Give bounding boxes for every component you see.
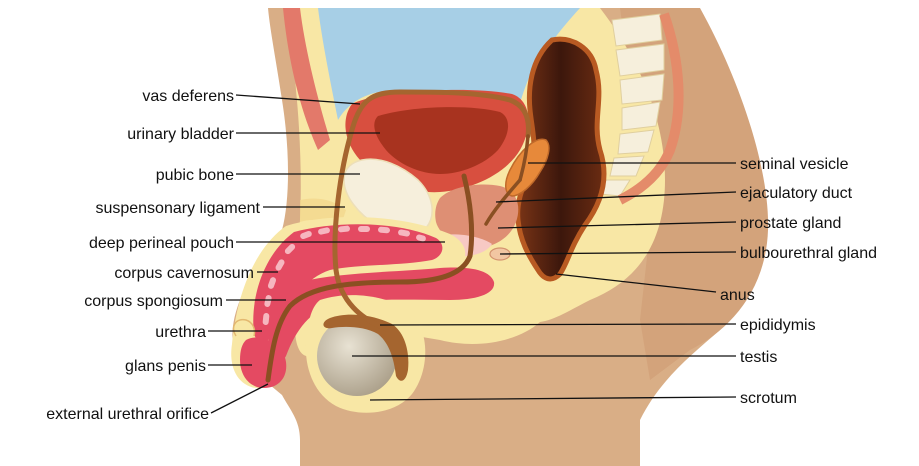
label-vas-deferens: vas deferens — [142, 88, 234, 105]
label-corpus-spongiosum: corpus spongiosum — [84, 293, 223, 310]
label-urethra: urethra — [155, 324, 206, 341]
label-urinary-bladder: urinary bladder — [127, 126, 234, 143]
label-ejaculatory-duct: ejaculatory duct — [740, 185, 853, 202]
label-pubic-bone: pubic bone — [156, 167, 234, 184]
label-corpus-cavernosum: corpus cavernosum — [114, 265, 254, 282]
label-external-urethral-orifice: external urethral orifice — [46, 406, 209, 423]
label-deep-perineal-pouch: deep perineal pouch — [89, 235, 234, 252]
label-prostate-gland: prostate gland — [740, 215, 841, 232]
label-anus: anus — [720, 287, 755, 304]
label-scrotum: scrotum — [740, 390, 797, 407]
label-bulbourethral-gland: bulbourethral gland — [740, 245, 877, 262]
label-glans-penis: glans penis — [125, 358, 206, 375]
label-testis: testis — [740, 349, 777, 366]
label-suspensory-ligament: suspensonary ligament — [95, 200, 260, 217]
label-seminal-vesicle: seminal vesicle — [740, 156, 849, 173]
label-epididymis: epididymis — [740, 317, 816, 334]
